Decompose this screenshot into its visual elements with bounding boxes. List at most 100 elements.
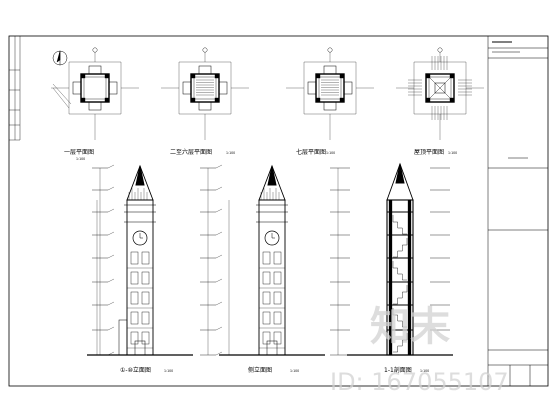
clock-face [264,230,280,246]
level-mark [107,231,115,236]
level-mark [215,186,223,191]
column [339,73,345,79]
level-mark [215,231,223,236]
plan-roof [396,47,484,140]
bay [307,81,317,95]
plan-caption-3: 七层平面图 [296,148,326,156]
plan-typical [161,47,249,140]
bay [343,81,353,95]
plan-inner-wall [83,76,107,100]
window [273,291,282,305]
window [130,331,139,345]
level-mark [215,301,223,306]
column [190,73,196,79]
spire-tip [267,165,277,186]
bay [88,65,102,75]
window [141,311,150,325]
level-mark [107,208,115,213]
window [262,271,271,285]
elevation-scale-3: 1:100 [420,369,429,373]
bay [88,101,102,111]
stair-flight [393,238,408,258]
plan-scale-4: 1:100 [448,151,457,155]
window [273,271,282,285]
plan-inner-wall [428,76,452,100]
column [80,97,86,103]
plan-scale-1: 1:100 [76,157,85,161]
plan-seventh [286,47,374,140]
sheet-frame [8,35,549,387]
window [262,251,271,265]
elevation-caption-3: 1-1剖面图 [384,366,412,374]
side-elevation [200,164,325,356]
section-spire [386,162,414,201]
entry-step [52,83,72,105]
axis-bubble [437,47,443,53]
level-mark [215,164,223,169]
window [130,311,139,325]
level-mark [107,164,115,169]
level-mark [107,326,115,331]
watermark-id: ID: 167055107 [330,368,509,396]
stair-flight [392,308,407,328]
plan-caption-2: 二至六层平面图 [170,148,212,156]
level-mark [107,278,115,283]
window [262,311,271,325]
bay [72,81,82,95]
tower-spire [126,164,154,201]
window [262,331,271,345]
level-mark [215,351,223,356]
window [273,331,282,345]
bay [198,101,212,111]
window [130,291,139,305]
plan-inner-wall [193,76,217,100]
level-mark [215,208,223,213]
bay [323,101,337,111]
plan-ground [51,47,139,140]
column [104,73,110,79]
column [315,97,321,103]
section [330,162,453,356]
column [339,97,345,103]
front-elevation [87,164,193,356]
side-annex [118,319,128,356]
spire-tip [135,165,145,186]
bay [323,65,337,75]
plan-wall [315,73,345,103]
tower-spire [258,164,286,201]
bay [182,81,192,95]
floor-plans [51,47,484,140]
stair-flight [392,215,407,235]
axis-bubble [92,47,98,53]
window [141,271,150,285]
watermark-logo: 知末 [370,304,450,350]
column [214,97,220,103]
column [104,97,110,103]
window [141,251,150,265]
bay [218,81,228,95]
bay [108,81,118,95]
axis-bubble [327,47,333,53]
spire-tip [395,163,405,184]
level-mark [107,186,115,191]
roof-apex [434,82,446,94]
level-mark [215,326,223,331]
window [141,291,150,305]
column [80,73,86,79]
roof-ridge [425,73,455,103]
level-mark [215,278,223,283]
window [273,251,282,265]
title-block [487,36,548,386]
window [130,251,139,265]
elevation-caption-1: ①-⑩立面图 [120,366,151,374]
stair-flight [393,285,408,305]
stair-flight [393,333,408,353]
watermark: 知末 ID: 167055107 [330,304,509,396]
window [130,271,139,285]
elevation-scale-1: 1:100 [164,369,173,373]
level-mark [107,254,115,259]
axis-bubble [202,47,208,53]
window [141,331,150,345]
column [214,73,220,79]
bay [198,65,212,75]
